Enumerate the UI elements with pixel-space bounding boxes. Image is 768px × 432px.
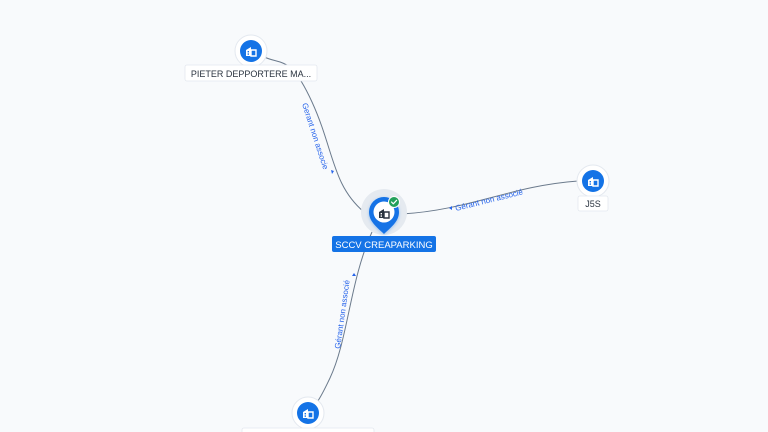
edge-arrowhead bbox=[352, 273, 356, 276]
node-main-sccv-creaparking[interactable]: SCCV CREAPARKING bbox=[332, 189, 436, 252]
node-bottom[interactable] bbox=[241, 396, 375, 432]
main-label-box bbox=[332, 236, 436, 252]
edge-main-to-j5s[interactable]: Gérant non associé bbox=[401, 180, 579, 215]
edge-label: Gérant non associé bbox=[333, 279, 352, 349]
node-label: PIETER DEPPORTERE MA... bbox=[191, 69, 311, 79]
node-label-box bbox=[577, 195, 609, 212]
edge-arrowhead bbox=[331, 170, 334, 174]
main-node-label: SCCV CREAPARKING bbox=[335, 240, 432, 251]
edge-line bbox=[261, 55, 365, 213]
edge-arrowhead bbox=[449, 206, 452, 210]
node-label-box bbox=[241, 427, 375, 432]
edge-label: Gerant non associe bbox=[300, 102, 330, 171]
edge-main-to-bottom[interactable]: Gérant non associé bbox=[307, 231, 373, 409]
edge-label: Gérant non associé bbox=[454, 187, 524, 213]
node-label: J5S bbox=[585, 199, 601, 209]
node-pieter-depportere[interactable]: PIETER DEPPORTERE MA... bbox=[184, 34, 318, 82]
node-label-box bbox=[184, 64, 318, 82]
edge-line bbox=[401, 180, 579, 215]
verified-check-icon bbox=[388, 196, 400, 208]
company-building-icon bbox=[379, 209, 390, 219]
node-j5s[interactable]: J5S bbox=[576, 164, 610, 212]
